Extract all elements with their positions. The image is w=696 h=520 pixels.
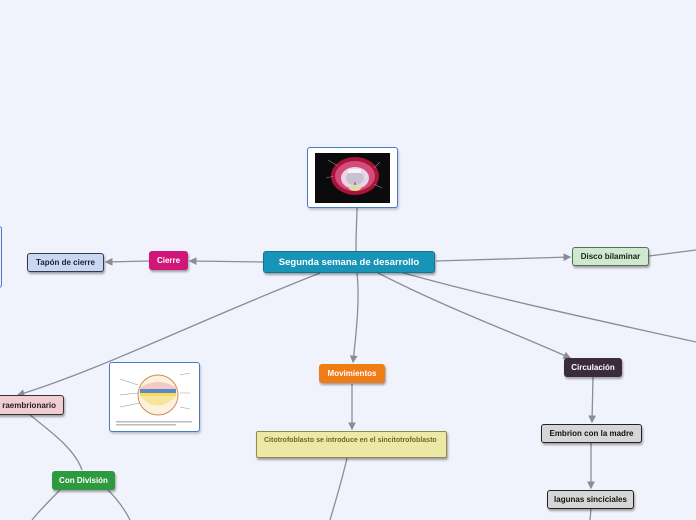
link-center-cierre [190,261,263,262]
cierre-node[interactable]: Cierre [149,251,188,270]
link-cito-down [330,458,347,520]
link-center-disco [436,257,570,261]
bilaminar-disc-illustration [110,363,198,430]
link-condiv-left [32,490,60,520]
link-condiv-right [108,490,130,520]
embryo-implantation-illustration [308,148,396,206]
link-center-circulacion [378,273,570,358]
lagunas-sinciciales-node[interactable]: lagunas sinciciales [547,490,634,509]
link-lagunas-down [590,509,591,520]
link-center-movimientos [353,273,358,362]
central-topic[interactable]: Segunda semana de desarrollo [263,251,435,273]
offscreen-image-frame[interactable] [0,226,2,288]
link-center-farright [400,272,696,342]
link-disco-right [649,250,696,256]
link-circ-embrion [592,377,593,422]
link-center-image [356,208,357,251]
link-extra-condiv [30,415,82,470]
germ-disc-image-card[interactable] [109,362,200,432]
embrion-con-la-madre-node[interactable]: Embrion con la madre [541,424,642,443]
citotrofoblasto-node[interactable]: Citotrofoblasto se introduce en el sinci… [256,431,447,458]
disco-bilaminar-node[interactable]: Disco bilaminar [572,247,649,266]
embryo-image-card[interactable] [307,147,398,208]
tapon-de-cierre-node[interactable]: Tapón de cierre [27,253,104,272]
extraembrionario-node[interactable]: raembrionario [0,395,64,415]
movimientos-node[interactable]: Movimientos [319,364,385,383]
circulacion-node[interactable]: Circulación [564,358,622,377]
con-division-node[interactable]: Con División [52,471,115,490]
link-cierre-tapon [106,261,149,262]
